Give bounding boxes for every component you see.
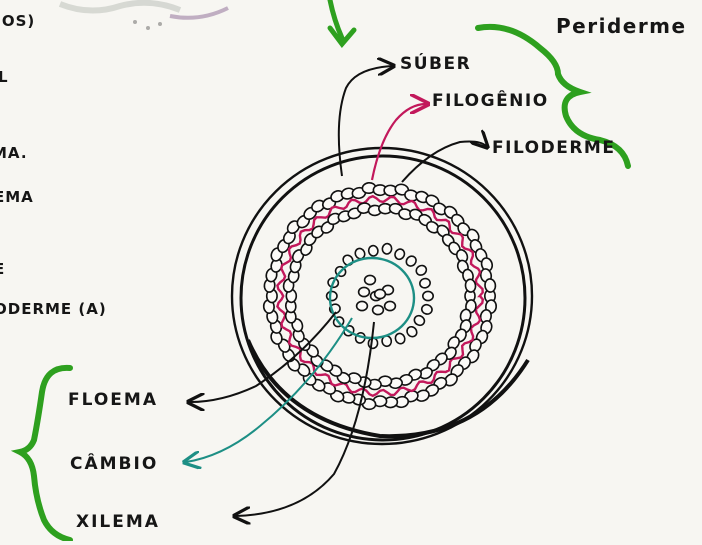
stele-center-cell bbox=[365, 275, 376, 284]
stele-outer-cell bbox=[413, 314, 427, 327]
periderme-label: Periderme bbox=[556, 16, 687, 36]
background-scribble bbox=[60, 3, 228, 30]
filogenio-label: FILOGÊNIO bbox=[432, 93, 549, 110]
stele-center-cells bbox=[357, 275, 396, 314]
floema-label: FLOEMA bbox=[68, 392, 158, 409]
stele-center-cell bbox=[373, 305, 384, 314]
filoderme-label: FILODERME bbox=[492, 140, 615, 157]
stele-outer-cell bbox=[327, 291, 337, 300]
stele-outer-cell bbox=[394, 332, 407, 345]
stele-center-cell bbox=[359, 287, 370, 296]
left-fragment-4: EMA bbox=[0, 190, 34, 205]
stele-outer-cell bbox=[404, 254, 418, 268]
cortex-outer-cell bbox=[484, 278, 496, 292]
left-fragment-6: ODERME (A) bbox=[0, 302, 107, 317]
stele-outer-cell bbox=[393, 248, 406, 261]
stele-outer-cell bbox=[419, 277, 432, 289]
stele-outer-cell bbox=[405, 325, 419, 339]
left-fragment-1: (OS) bbox=[0, 14, 35, 29]
stele-center-cell bbox=[357, 301, 368, 310]
stele-center-cell bbox=[385, 301, 396, 310]
xilema-label: XILEMA bbox=[76, 514, 160, 531]
stele-outer-cell bbox=[382, 243, 393, 255]
cortex-inner-cell bbox=[465, 279, 476, 293]
left-fragment-3: MA. bbox=[0, 146, 28, 161]
arrow-filogenio-icon bbox=[372, 104, 426, 180]
suber-label: SÚBER bbox=[400, 56, 471, 73]
green-down-arrow-icon bbox=[330, 0, 354, 44]
left-fragment-2: L bbox=[0, 70, 9, 85]
cambio-label: CÂMBIO bbox=[70, 456, 158, 473]
stele-outer-cell bbox=[368, 245, 379, 257]
stele-outer-cell bbox=[414, 264, 428, 277]
left-brace-icon bbox=[20, 368, 70, 540]
left-fragment-5: E bbox=[0, 262, 5, 277]
stele-center-cell bbox=[375, 289, 386, 298]
stele-outer-cell bbox=[423, 291, 433, 300]
stele-outer-cell bbox=[421, 304, 434, 316]
